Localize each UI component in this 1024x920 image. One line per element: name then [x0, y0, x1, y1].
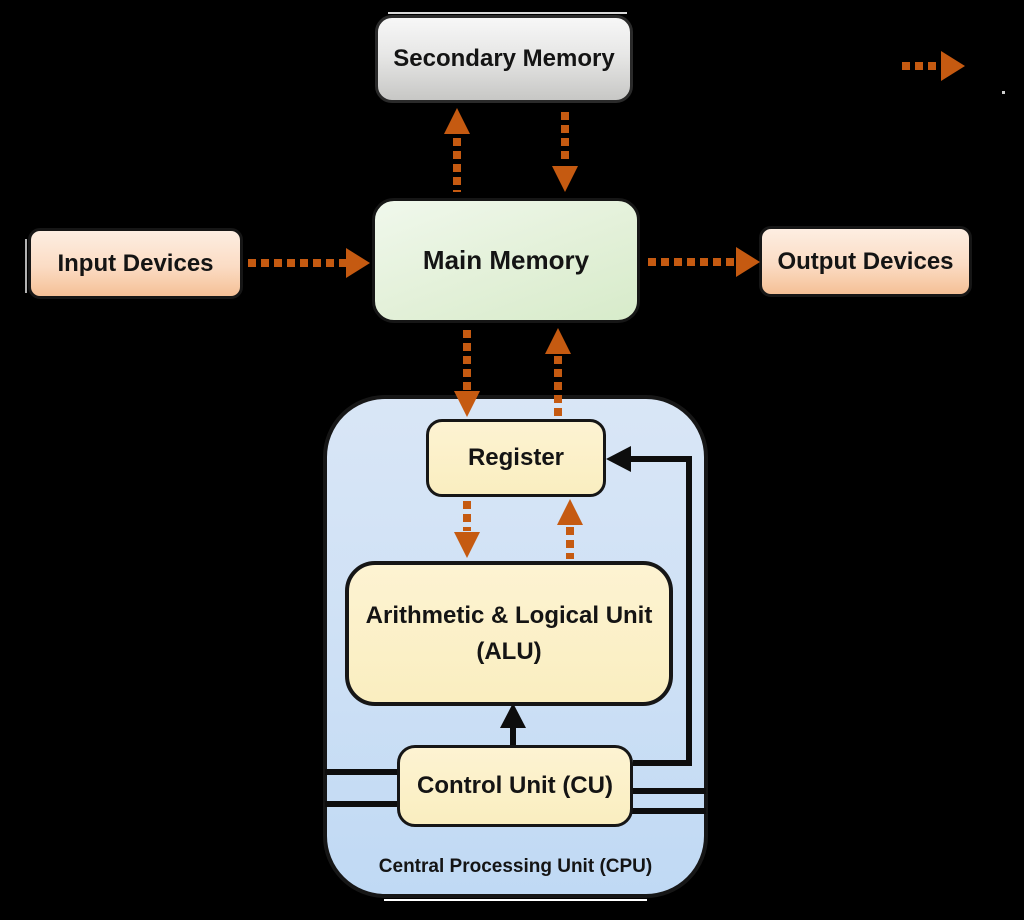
hairline-left-of-input-devices	[25, 239, 27, 293]
cu-to-register-line-top	[630, 456, 692, 462]
arrow-alu-to-register-dashes	[566, 527, 574, 559]
input-devices-label: Input Devices	[57, 249, 214, 277]
input-devices-box: Input Devices	[28, 228, 243, 299]
control-unit-label: Control Unit (CU)	[417, 772, 613, 799]
arrow-secondary-to-main-memory-head-icon	[552, 166, 578, 192]
cu-left-bus-line-2	[325, 801, 399, 807]
legend-dashed-arrow-head-icon	[941, 51, 965, 81]
arrow-register-to-alu-dashes	[463, 501, 471, 531]
alu-sublabel: (ALU)	[476, 637, 542, 665]
arrow-main-memory-to-secondary-head-icon	[444, 108, 470, 134]
legend-dashed-arrow-dashes	[902, 62, 941, 70]
cu-to-register-line-bottom	[633, 760, 692, 766]
alu-label: Arithmetic & Logical Unit	[365, 601, 653, 629]
cu-left-bus-line-1	[325, 769, 399, 775]
arrow-main-memory-to-output-dashes	[648, 258, 736, 266]
legend-text-speck	[1002, 91, 1005, 94]
alu-box: Arithmetic & Logical Unit (ALU)	[345, 561, 673, 706]
arrow-register-to-alu-head-icon	[454, 532, 480, 558]
register-label: Register	[467, 444, 565, 471]
arrow-input-to-main-memory-dashes	[248, 259, 346, 267]
secondary-memory-box: Secondary Memory	[375, 15, 633, 103]
arrow-main-memory-to-register-dashes	[463, 330, 471, 390]
output-devices-box: Output Devices	[759, 226, 972, 297]
cpu-label: Central Processing Unit (CPU)	[378, 856, 653, 877]
arrow-main-memory-to-secondary-dashes	[453, 138, 461, 192]
output-devices-label: Output Devices	[777, 247, 954, 275]
arrowhead-into-register-icon	[606, 446, 631, 472]
arrowhead-into-alu-icon	[500, 703, 526, 728]
control-unit-box: Control Unit (CU)	[397, 745, 633, 827]
main-memory-box: Main Memory	[372, 198, 640, 323]
hairline-above-secondary-memory	[388, 12, 627, 14]
register-box: Register	[426, 419, 606, 497]
secondary-memory-label: Secondary Memory	[393, 45, 615, 72]
arrow-main-memory-to-output-head-icon	[736, 247, 760, 277]
arrow-register-to-main-memory-head-icon	[545, 328, 571, 354]
arrow-register-to-main-memory-dashes	[554, 356, 562, 418]
main-memory-label: Main Memory	[422, 245, 590, 275]
cu-right-bus-line-1	[631, 788, 706, 794]
arrow-main-memory-to-register-head-icon	[454, 391, 480, 417]
arrow-input-to-main-memory-head-icon	[346, 248, 370, 278]
arrow-secondary-to-main-memory-dashes	[561, 112, 569, 164]
arrow-alu-to-register-head-icon	[557, 499, 583, 525]
cu-to-alu-line	[510, 726, 516, 746]
cu-right-bus-line-2	[631, 808, 706, 814]
hairline-below-cpu	[384, 899, 647, 901]
cu-to-register-line-vertical	[686, 456, 692, 766]
